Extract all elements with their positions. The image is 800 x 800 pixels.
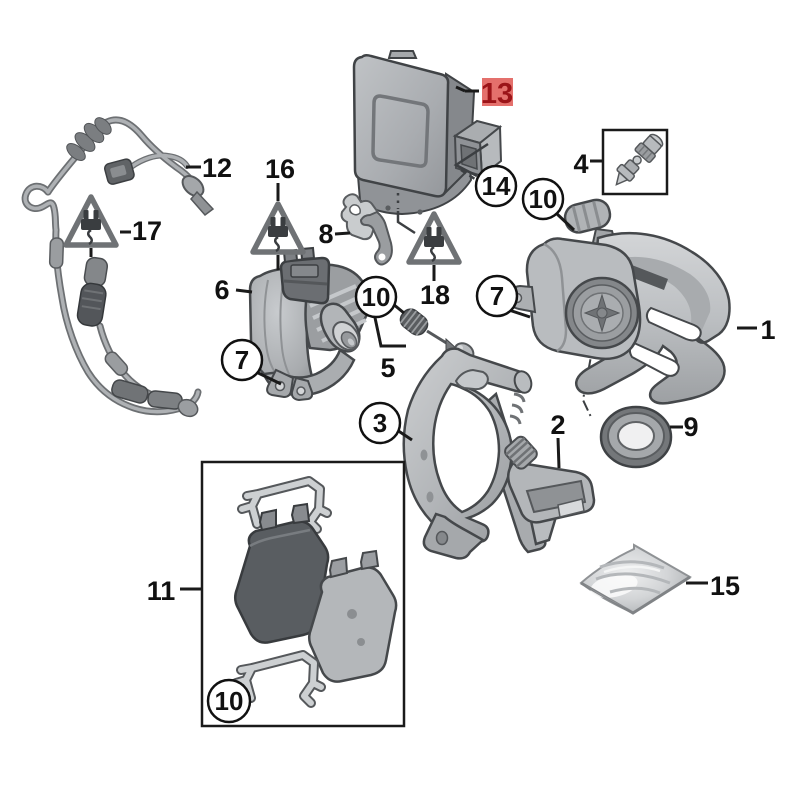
svg-text:5: 5 bbox=[380, 353, 395, 383]
svg-text:8: 8 bbox=[318, 219, 333, 249]
svg-text:7: 7 bbox=[235, 345, 249, 375]
svg-text:10: 10 bbox=[529, 184, 558, 214]
svg-text:17: 17 bbox=[132, 216, 162, 246]
svg-text:12: 12 bbox=[202, 153, 232, 183]
svg-text:15: 15 bbox=[710, 571, 740, 601]
svg-text:6: 6 bbox=[214, 275, 229, 305]
svg-text:2: 2 bbox=[550, 410, 565, 440]
svg-text:18: 18 bbox=[420, 280, 450, 310]
svg-text:11: 11 bbox=[147, 576, 176, 606]
svg-text:9: 9 bbox=[683, 412, 698, 442]
svg-text:10: 10 bbox=[362, 282, 391, 312]
svg-text:16: 16 bbox=[265, 154, 295, 184]
svg-text:3: 3 bbox=[373, 408, 387, 438]
svg-text:4: 4 bbox=[573, 149, 588, 179]
svg-text:13: 13 bbox=[481, 78, 513, 110]
svg-text:10: 10 bbox=[215, 686, 244, 716]
svg-text:1: 1 bbox=[760, 315, 775, 345]
svg-text:14: 14 bbox=[482, 171, 511, 201]
svg-text:7: 7 bbox=[490, 281, 504, 311]
